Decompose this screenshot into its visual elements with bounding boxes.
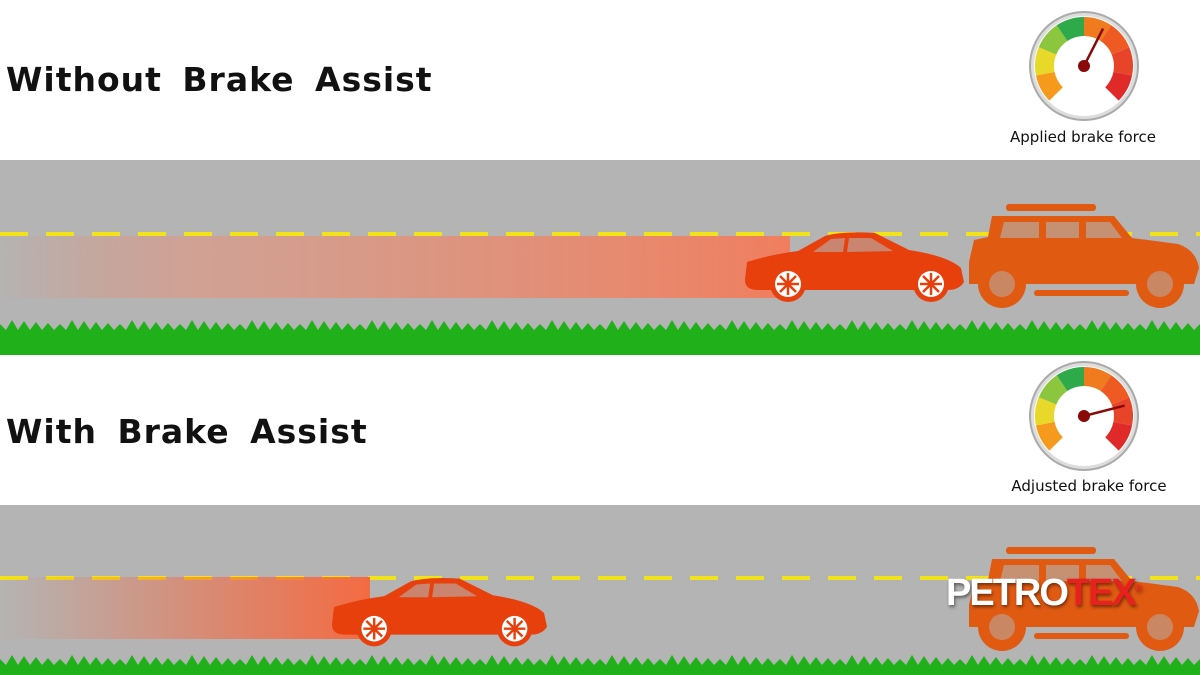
panel-title-without: Without Brake Assist	[6, 60, 433, 99]
grass	[0, 320, 1200, 355]
skid-trail	[0, 236, 790, 298]
skid-trail	[0, 577, 370, 639]
suv-car-icon	[969, 204, 1199, 308]
petrotex-logo: PETROTEX®	[946, 572, 1143, 615]
panel-title-with: With Brake Assist	[6, 412, 368, 451]
logo-text-petro: PETRO	[946, 572, 1069, 614]
road-without	[0, 160, 1200, 355]
grass	[0, 655, 1200, 675]
logo-text-tex: TEX	[1066, 572, 1137, 614]
brake-gauge-icon	[1029, 361, 1139, 471]
gauge-label-applied: Applied brake force	[1010, 128, 1156, 146]
road-with	[0, 505, 1200, 675]
brake-gauge-icon	[1029, 11, 1139, 121]
gauge-label-adjusted: Adjusted brake force	[1011, 477, 1167, 495]
logo-registered-mark: ®	[1134, 583, 1143, 595]
